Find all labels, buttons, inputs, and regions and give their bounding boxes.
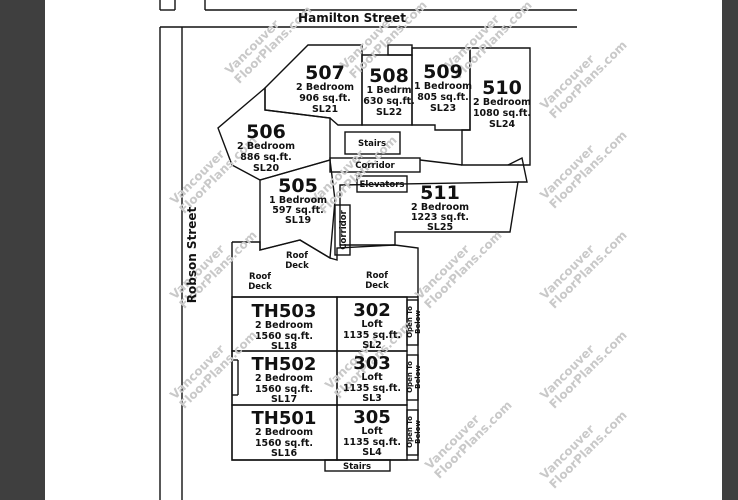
- th501-line2: 1560 sq.ft.: [255, 438, 313, 449]
- elevators-label: Elevators: [360, 180, 405, 190]
- roof-deck-1-line1: Roof: [286, 251, 308, 261]
- open-below-1-line2: Below: [414, 310, 422, 334]
- th502-number: TH502: [252, 354, 317, 375]
- corridor-vertical-box: [334, 204, 351, 256]
- left-margin-bar: [0, 0, 45, 500]
- street-edges: [159, 0, 577, 500]
- loft-302-line1: Loft: [361, 319, 383, 330]
- loft-302-line2: 1135 sq.ft.: [343, 330, 401, 341]
- unit-506-line3: SL20: [253, 163, 280, 174]
- unit-509-number: 509: [423, 61, 463, 83]
- th503-line3: SL18: [271, 341, 298, 352]
- th502-line3: SL17: [271, 394, 297, 405]
- loft-305-number: 305: [353, 407, 391, 428]
- right-margin-bar: [722, 0, 738, 500]
- unit-511-line3: SL25: [427, 222, 453, 233]
- unit-506-line1: 2 Bedroom: [237, 141, 295, 152]
- notch-511: [507, 156, 528, 183]
- th501-number: TH501: [252, 408, 317, 429]
- unit-511-line1: 2 Bedroom: [411, 202, 469, 213]
- open-below-3-line2: Below: [414, 420, 422, 444]
- stairs-top-box: [344, 131, 401, 155]
- unit-510-number: 510: [482, 77, 522, 99]
- unit-508-line3: SL22: [376, 107, 402, 118]
- unit-510-line1: 2 Bedroom: [473, 97, 531, 108]
- open-below-2-line2: Below: [414, 365, 422, 389]
- roof-deck-3-line1: Roof: [366, 271, 388, 281]
- roof-deck-1-line2: Deck: [285, 261, 309, 271]
- stairs-top-label: Stairs: [358, 139, 386, 149]
- unit-505-line2: 597 sq.ft.: [272, 205, 324, 216]
- unit-510-line3: SL24: [489, 119, 516, 130]
- unit-511-line2: 1223 sq.ft.: [411, 212, 469, 223]
- loft-303-line2: 1135 sq.ft.: [343, 383, 401, 394]
- loft-305-line1: Loft: [361, 426, 383, 437]
- unit-509-line1: 1 Bedroom: [414, 81, 472, 92]
- roof-deck-2-line2: Deck: [248, 282, 272, 292]
- elevators-box: [356, 175, 408, 193]
- open-below-2-line1: Open To: [406, 361, 414, 393]
- corridor-label: Corridor: [355, 161, 395, 171]
- roof-deck-3-line2: Deck: [365, 281, 389, 291]
- small-box-top: [387, 44, 413, 56]
- th501-line1: 2 Bedroom: [255, 427, 313, 438]
- unit-508-number: 508: [369, 65, 409, 87]
- unit-510-line2: 1080 sq.ft.: [473, 108, 531, 119]
- corridor-vertical-label: Corridor: [339, 209, 349, 249]
- unit-508-line2: 630 sq.ft.: [363, 96, 415, 107]
- open-below-1-box: [406, 299, 419, 346]
- unit-507-line3: SL21: [312, 104, 338, 115]
- unit-505-line3: SL19: [285, 215, 311, 226]
- loft-303-line3: SL3: [362, 393, 382, 404]
- stairs-bottom-label: Stairs: [343, 462, 371, 472]
- corridor-right-edge: [419, 159, 463, 166]
- street-label-north: Hamilton Street: [298, 11, 406, 25]
- th503-number: TH503: [252, 301, 317, 322]
- loft-302-number: 302: [353, 300, 391, 321]
- loft-303-number: 303: [353, 353, 391, 374]
- open-below-1-line1: Open To: [406, 306, 414, 338]
- unit-507-line1: 2 Bedroom: [296, 82, 354, 93]
- open-below-2-box: [406, 354, 419, 401]
- roof-deck-2-line1: Roof: [249, 272, 271, 282]
- loft-302-line3: SL2: [362, 340, 382, 351]
- loft-303-line1: Loft: [361, 372, 383, 383]
- unit-511-number: 511: [420, 182, 460, 204]
- stairs-bottom-box: [324, 459, 391, 472]
- unit-509-line3: SL23: [430, 103, 456, 114]
- corridor-box: [329, 157, 421, 173]
- th503-line2: 1560 sq.ft.: [255, 331, 313, 342]
- th502-line2: 1560 sq.ft.: [255, 384, 313, 395]
- th502-line1: 2 Bedroom: [255, 373, 313, 384]
- street-label-west: Robson Street: [185, 206, 199, 303]
- unit-505-number: 505: [278, 175, 318, 197]
- open-below-3-box: [406, 409, 419, 456]
- open-below-3-line1: Open To: [406, 416, 414, 448]
- th501-line3: SL16: [271, 448, 298, 459]
- unit-506-number: 506: [246, 121, 286, 143]
- unit-505-line1: 1 Bedroom: [269, 195, 327, 206]
- unit-509-line2: 805 sq.ft.: [417, 92, 469, 103]
- unit-508-line1: 1 Bedrm: [367, 85, 412, 96]
- loft-305-line3: SL4: [362, 447, 382, 458]
- unit-507-number: 507: [305, 62, 345, 84]
- th503-line1: 2 Bedroom: [255, 320, 313, 331]
- unit-507-line2: 906 sq.ft.: [299, 93, 351, 104]
- unit-506-line2: 886 sq.ft.: [240, 152, 292, 163]
- loft-305-line2: 1135 sq.ft.: [343, 437, 401, 448]
